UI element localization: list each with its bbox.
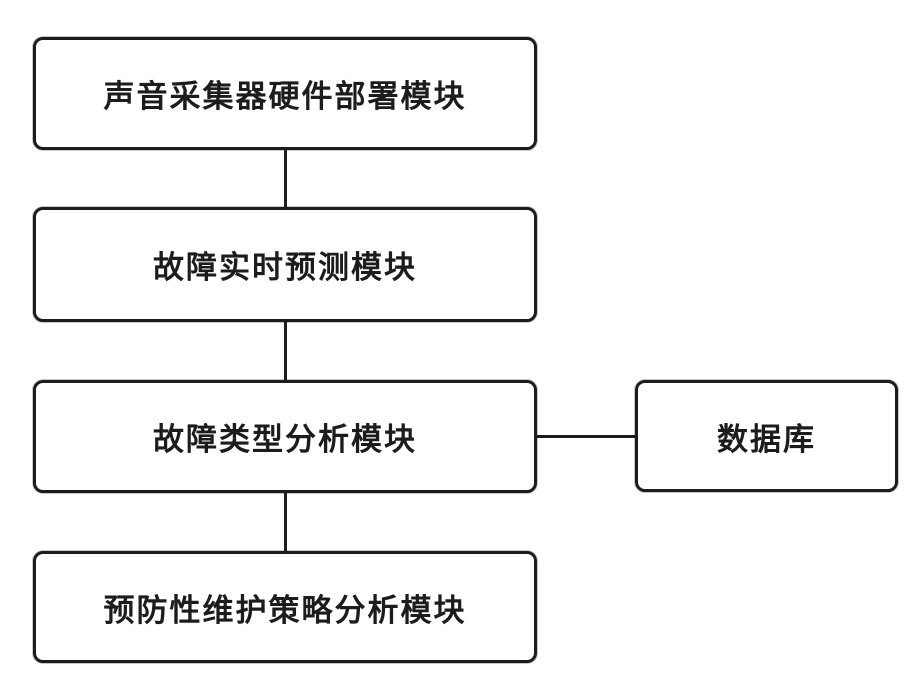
flow-box-preventive-maintenance-strategy-analysis-module: 预防性维护策略分析模块 <box>33 551 537 663</box>
connector-hardware-to-predict <box>284 150 287 207</box>
flow-box-label: 故障实时预测模块 <box>153 250 417 285</box>
connector-analyze-to-database <box>537 435 635 438</box>
flow-box-label: 声音采集器硬件部署模块 <box>103 79 467 114</box>
flow-box-sound-collector-hardware-deployment-module: 声音采集器硬件部署模块 <box>33 37 537 150</box>
flow-box-label: 数据库 <box>717 421 816 457</box>
flow-box-fault-realtime-prediction-module: 故障实时预测模块 <box>33 207 537 322</box>
connector-analyze-to-preventive <box>284 493 287 551</box>
flow-box-fault-type-analysis-module: 故障类型分析模块 <box>33 380 537 493</box>
flow-box-label: 故障类型分析模块 <box>153 422 417 457</box>
flow-box-label: 预防性维护策略分析模块 <box>103 592 467 628</box>
flow-box-database: 数据库 <box>635 380 898 492</box>
connector-predict-to-analyze <box>284 322 287 380</box>
